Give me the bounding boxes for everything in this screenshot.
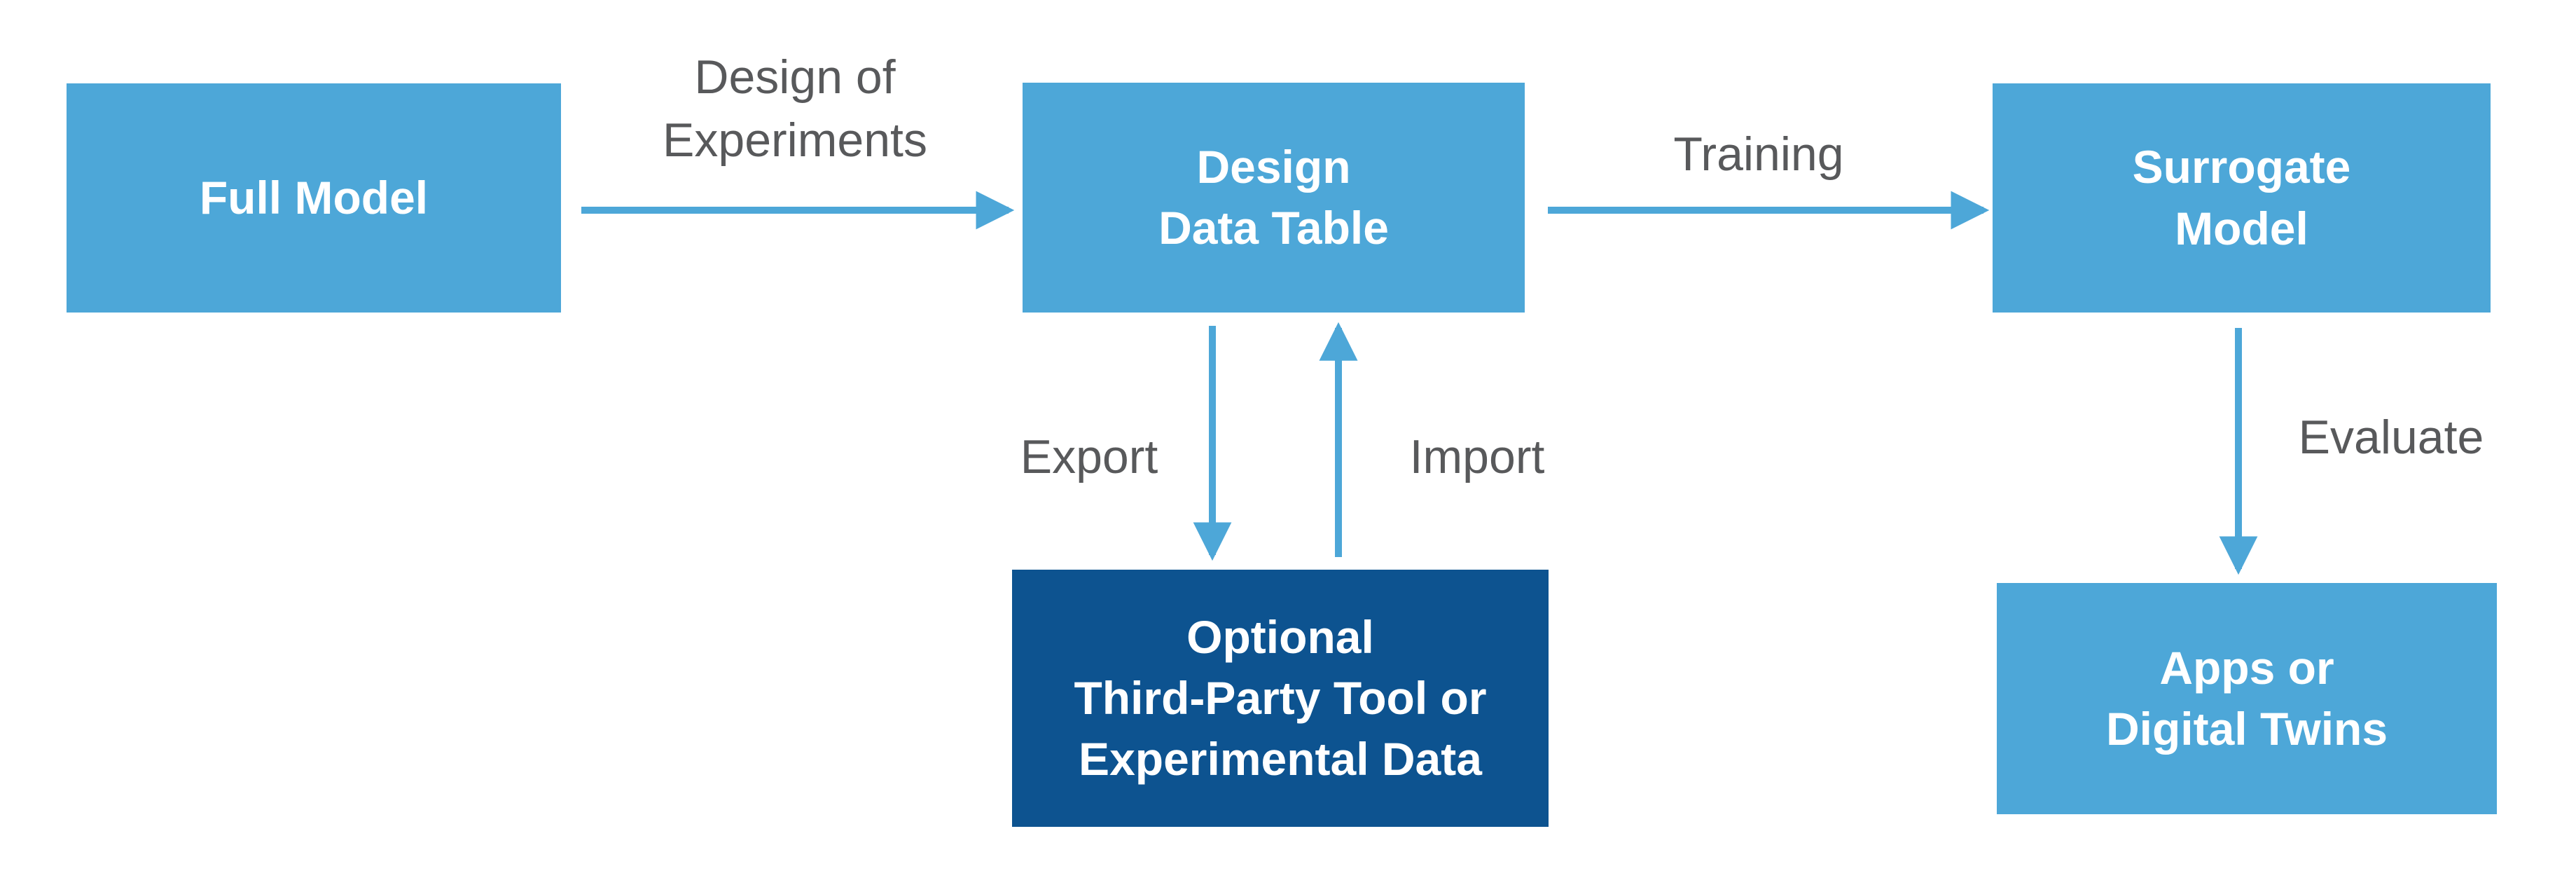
edge-label-import: Import [1409, 430, 1545, 483]
node-third-party-tool-label: Optional Third-Party Tool or Experimenta… [1074, 610, 1487, 785]
edge-label-export: Export [1020, 430, 1158, 483]
node-design-data-table: Design Data Table [1023, 83, 1525, 313]
node-full-model-label: Full Model [199, 171, 429, 224]
node-design-data-table-label: Design Data Table [1158, 140, 1389, 254]
node-full-model: Full Model [67, 83, 561, 313]
edge-label-training: Training [1673, 128, 1844, 181]
edge-label-design-of-experiments: Design of Experiments [663, 50, 927, 167]
node-apps-digital-twins: Apps or Digital Twins [1997, 583, 2497, 814]
node-surrogate-model: Surrogate Model [1993, 83, 2491, 313]
node-surrogate-model-label: Surrogate Model [2132, 141, 2351, 254]
node-apps-digital-twins-label: Apps or Digital Twins [2105, 641, 2388, 755]
node-third-party-tool: Optional Third-Party Tool or Experimenta… [1012, 570, 1549, 827]
edge-label-evaluate: Evaluate [2298, 411, 2484, 464]
